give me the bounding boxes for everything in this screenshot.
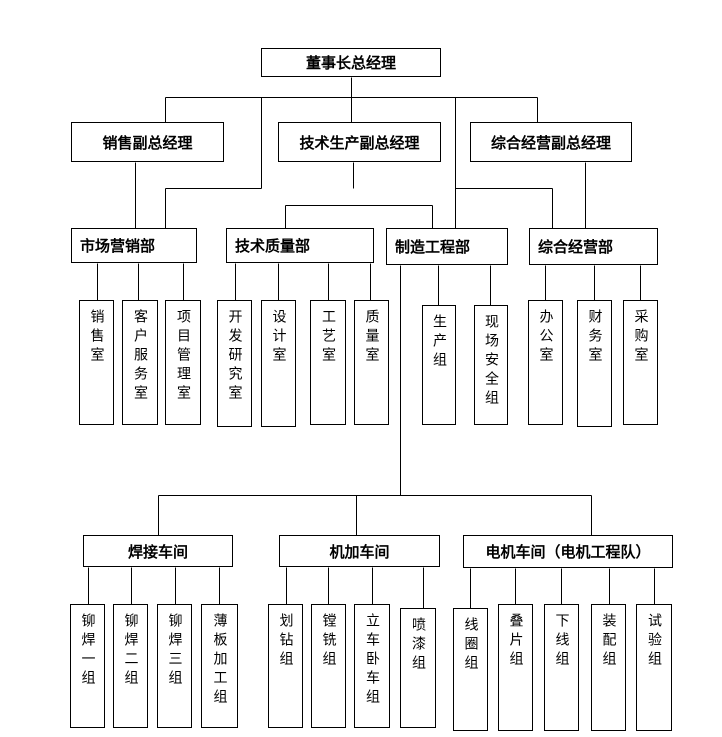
unit-production-label: 生产组 xyxy=(431,314,447,371)
node-unit-production: 生产组 xyxy=(422,305,456,425)
team-sheet-label: 薄板加工组 xyxy=(211,613,228,708)
node-vp-tech: 技术生产副总经理 xyxy=(278,122,441,162)
node-team-assembly: 装配组 xyxy=(591,604,626,731)
node-team-sheet: 薄板加工组 xyxy=(201,604,238,728)
node-unit-finance: 财务室 xyxy=(577,300,612,427)
unit-quality-label: 质量室 xyxy=(363,309,380,366)
unit-customer-service-label: 客户服务室 xyxy=(132,309,148,404)
node-team-rivet2: 铆焊二组 xyxy=(113,604,148,728)
node-team-scribe: 划钻组 xyxy=(268,604,303,728)
unit-safety-label: 现场安全组 xyxy=(483,314,499,409)
node-team-test: 试验组 xyxy=(636,604,672,731)
node-shop-welding: 焊接车间 xyxy=(83,535,233,567)
node-dept-marketing: 市场营销部 xyxy=(71,228,197,263)
node-unit-office: 办公室 xyxy=(528,300,563,425)
node-unit-purchasing: 采购室 xyxy=(623,300,658,425)
unit-design-label: 设计室 xyxy=(270,309,287,366)
node-team-rivet3: 铆焊三组 xyxy=(157,604,192,728)
node-unit-project: 项目管理室 xyxy=(165,300,201,425)
unit-sales-label: 销售室 xyxy=(88,309,105,366)
node-dept-general: 综合经营部 xyxy=(529,228,658,265)
team-wiring-label: 下线组 xyxy=(553,613,570,670)
node-unit-sales: 销售室 xyxy=(79,300,114,425)
team-test-label: 试验组 xyxy=(646,613,662,670)
team-rivet2-label: 铆焊二组 xyxy=(122,613,139,689)
node-chairman: 董事长总经理 xyxy=(261,48,441,77)
node-team-lamination: 叠片组 xyxy=(498,604,533,731)
node-unit-quality: 质量室 xyxy=(354,300,389,425)
node-team-wiring: 下线组 xyxy=(544,604,579,731)
team-assembly-label: 装配组 xyxy=(600,613,617,670)
unit-finance-label: 财务室 xyxy=(586,309,603,366)
team-paint-label: 喷漆组 xyxy=(410,617,426,674)
unit-process-label: 工艺室 xyxy=(320,309,336,366)
node-dept-manufacturing: 制造工程部 xyxy=(386,228,508,265)
node-vp-sales: 销售副总经理 xyxy=(71,122,224,162)
node-team-paint: 喷漆组 xyxy=(400,608,436,728)
team-rivet3-label: 铆焊三组 xyxy=(166,613,183,689)
node-team-coil: 线圈组 xyxy=(453,608,488,731)
node-vp-ops: 综合经营副总经理 xyxy=(470,122,632,162)
unit-office-label: 办公室 xyxy=(537,309,554,366)
unit-project-label: 项目管理室 xyxy=(175,309,191,404)
node-unit-process: 工艺室 xyxy=(310,300,346,425)
node-team-boring: 镗铣组 xyxy=(311,604,346,728)
node-team-lathe: 立车卧车组 xyxy=(354,604,390,728)
node-unit-safety: 现场安全组 xyxy=(474,305,508,425)
node-unit-design: 设计室 xyxy=(261,300,296,427)
unit-rd-label: 开发研究室 xyxy=(226,309,243,404)
team-lathe-label: 立车卧车组 xyxy=(364,613,380,708)
node-dept-quality: 技术质量部 xyxy=(226,228,374,263)
unit-purchasing-label: 采购室 xyxy=(632,309,649,366)
team-boring-label: 镗铣组 xyxy=(320,613,337,670)
node-shop-machining: 机加车间 xyxy=(279,535,440,567)
team-scribe-label: 划钻组 xyxy=(277,613,294,670)
team-coil-label: 线圈组 xyxy=(462,617,479,674)
team-rivet1-label: 铆焊一组 xyxy=(79,613,96,689)
node-team-rivet1: 铆焊一组 xyxy=(70,604,105,728)
node-shop-motor: 电机车间（电机工程队） xyxy=(463,535,673,568)
node-unit-rd: 开发研究室 xyxy=(217,300,252,427)
team-lamination-label: 叠片组 xyxy=(507,613,524,670)
node-unit-customer-service: 客户服务室 xyxy=(122,300,158,425)
